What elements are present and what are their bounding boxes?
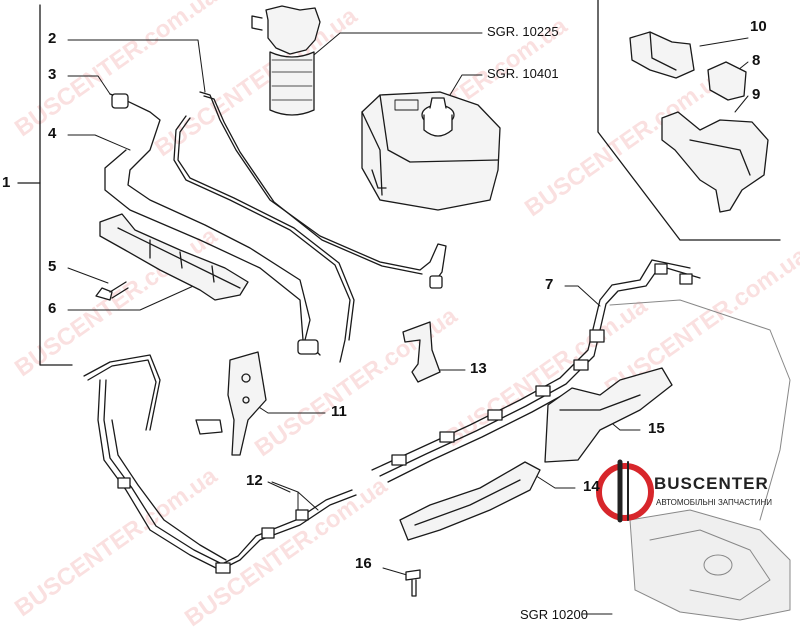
callout-10: 10 — [750, 18, 767, 35]
callout-11: 11 — [331, 403, 347, 420]
expansion-tank — [361, 91, 501, 211]
callout-13: 13 — [470, 360, 487, 377]
callout-8: 8 — [752, 52, 761, 69]
callout-6: 6 — [48, 300, 57, 317]
callout-5: 5 — [48, 258, 57, 275]
fuel-pipes-upper — [104, 91, 447, 363]
ref-label-sgr-10200: SGR 10200 — [520, 607, 588, 622]
buscenter-logo — [596, 459, 654, 523]
callout-9: 9 — [752, 86, 761, 103]
callout-15: 15 — [648, 420, 665, 437]
frame-corner-lines — [597, 0, 781, 241]
screw-16 — [405, 569, 421, 597]
guard-14 — [399, 461, 541, 541]
guard-15 — [544, 367, 673, 463]
bracket-11 — [195, 351, 267, 456]
callout-2: 2 — [48, 30, 57, 47]
callout-1: 1 — [2, 174, 11, 191]
callout-16: 16 — [355, 555, 372, 572]
fuel-pipes-lower — [83, 354, 357, 574]
clip-8 — [707, 61, 747, 101]
callout-7: 7 — [545, 276, 554, 293]
fuel-tank — [609, 299, 791, 621]
ref-label-sgr-10225: SGR. 10225 — [487, 24, 559, 39]
logo-title: BUSCENTER — [654, 474, 769, 493]
callout-4: 4 — [48, 125, 57, 142]
ref-label-sgr-10401: SGR. 10401 — [487, 66, 559, 81]
callout-14: 14 — [583, 478, 600, 495]
callout-3: 3 — [48, 66, 57, 83]
bracket-9 — [661, 111, 769, 213]
callout-12: 12 — [246, 472, 263, 489]
bolt-5 — [95, 281, 129, 301]
logo-subtitle: АВТОМОБІЛЬНІ ЗАПЧАСТИНИ — [656, 498, 772, 507]
clip-10 — [629, 31, 695, 79]
injector-rail — [99, 213, 249, 301]
fuel-filter — [251, 5, 321, 116]
clip-13 — [402, 321, 441, 383]
fuel-pipes-7 — [371, 259, 701, 483]
group-bracket — [17, 4, 73, 366]
